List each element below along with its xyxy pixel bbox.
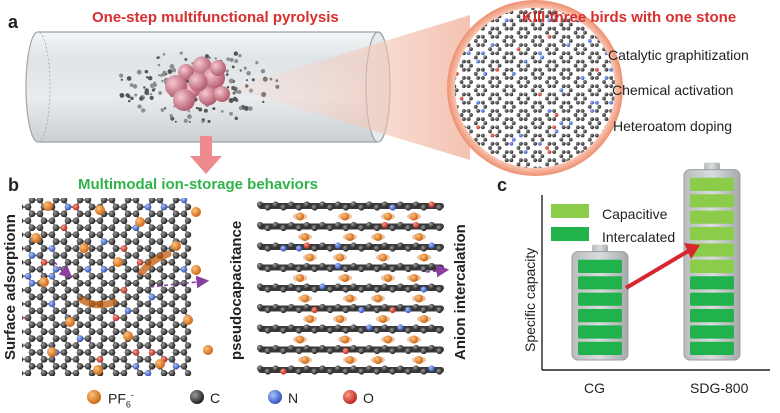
bar-cell-capacitive-sdg-800: [690, 210, 734, 224]
precursor-particles: [119, 51, 280, 124]
bar-cell-intercalated-cg: [578, 259, 622, 273]
panel-c-letter: c: [497, 175, 508, 195]
bar-cell-intercalated-cg: [578, 276, 622, 290]
capacity-chart: [541, 162, 770, 371]
legend-swatch-o: [343, 390, 357, 404]
panel-a-callout-title: Kill three birds with one stone: [522, 9, 737, 26]
legend-swatch-pf: [87, 390, 101, 404]
legend-o-label: O: [363, 390, 374, 406]
legend-swatch-c: [190, 390, 204, 404]
bar-cell-intercalated-sdg-800: [690, 309, 734, 323]
bar-cell-intercalated-cg: [578, 325, 622, 339]
legend-pf6-label: PF6-: [108, 390, 134, 410]
legend-capacitive-swatch: [551, 204, 589, 218]
bar-cell-intercalated-cg: [578, 341, 622, 355]
feature-activation: Chemical activation: [612, 82, 734, 98]
panel-b-title: Multimodal ion-storage behaviors: [78, 176, 319, 193]
bar-cell-intercalated-sdg-800: [690, 325, 734, 339]
bar-cell-intercalated-sdg-800: [690, 341, 734, 355]
bar-cell-capacitive-sdg-800: [690, 194, 734, 208]
legend-intercalated-swatch: [551, 227, 589, 241]
legend-swatch-n: [268, 390, 282, 404]
legend-c-label: C: [210, 390, 221, 406]
legend-n-label: N: [288, 390, 299, 406]
legend-capacitive-label: Capacitive: [602, 206, 668, 222]
bar-cell-intercalated-cg: [578, 292, 622, 306]
battery-cap-cg: [592, 244, 608, 253]
label-pseudocapacitance: pseudocapacitance: [228, 220, 245, 360]
label-surface-adsorption: Surface adsorptionn: [2, 214, 19, 360]
feature-doping: Heteroatom doping: [613, 118, 733, 134]
bar-cell-capacitive-sdg-800: [690, 227, 734, 241]
feature-graphitization: Catalytic graphitization: [608, 47, 749, 63]
legend-intercalated-label: Intercalated: [602, 229, 676, 245]
increase-arrow: [624, 243, 700, 290]
bar-cell-intercalated-cg: [578, 309, 622, 323]
bar-cell-intercalated-sdg-800: [690, 276, 734, 290]
down-arrow: [190, 136, 222, 174]
panel-a-title: One-step multifunctional pyrolysis: [92, 9, 339, 26]
bar-cell-capacitive-sdg-800: [690, 243, 734, 257]
label-anion-intercalation: Anion intercalation: [452, 224, 469, 360]
y-axis-label: Specific capacity: [522, 247, 538, 352]
battery-cap-sdg-800: [704, 162, 720, 171]
layered-graphite-stack: [256, 201, 444, 375]
doped-graphene-sheet: [22, 198, 213, 376]
x-tick-cg: CG: [584, 380, 605, 396]
panel-b-letter: b: [8, 175, 19, 195]
zoom-beam: [232, 15, 470, 160]
bar-cell-capacitive-sdg-800: [690, 177, 734, 191]
atom-legend: [87, 390, 357, 404]
panel-a-letter: a: [8, 12, 19, 32]
bar-cell-capacitive-sdg-800: [690, 259, 734, 273]
bar-cell-intercalated-sdg-800: [690, 292, 734, 306]
x-tick-sdg-800: SDG-800: [690, 380, 749, 396]
zoom-disc: [447, 0, 623, 176]
